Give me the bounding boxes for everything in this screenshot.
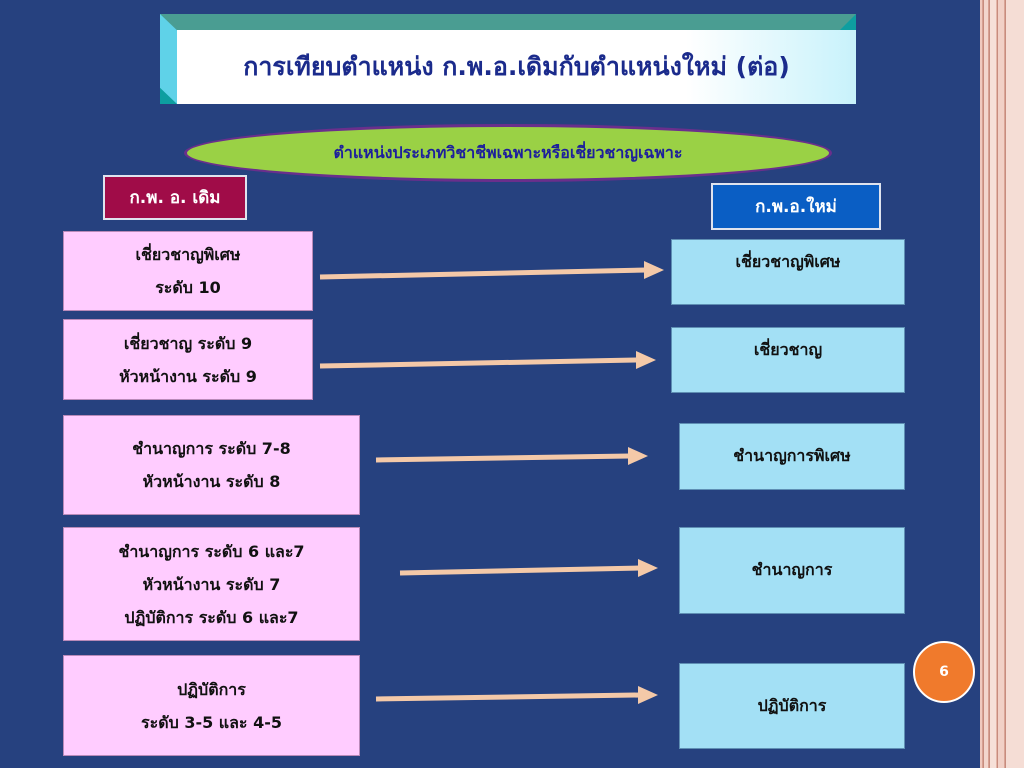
arrow (319, 261, 664, 280)
old-position-line: ชำนาญการ ระดับ 6 และ7 (118, 541, 305, 561)
old-position-line: ระดับ 3-5 และ 4-5 (141, 712, 282, 732)
arrow (319, 351, 656, 369)
arrow (375, 447, 648, 465)
new-position-label: เชี่ยวชาญ (753, 340, 823, 359)
old-position-box: ชำนาญการ ระดับ 7-8 หัวหน้างาน ระดับ 8 (63, 415, 360, 515)
old-position-box: เชี่ยวชาญพิเศษ ระดับ 10 (63, 231, 313, 311)
old-position-line: หัวหน้างาน ระดับ 8 (142, 472, 281, 491)
old-position-box: เชี่ยวชาญ ระดับ 9 หัวหน้างาน ระดับ 9 (63, 319, 313, 400)
old-column-label: ก.พ. อ. เดิม (103, 175, 247, 220)
stripe-line (997, 0, 998, 768)
old-position-line: เชี่ยวชาญ ระดับ 9 (123, 333, 253, 353)
old-position-box: ปฏิบัติการ ระดับ 3-5 และ 4-5 (63, 655, 360, 756)
decorative-side-stripes (980, 0, 1024, 768)
new-position-box: ชำนาญการ (679, 527, 905, 614)
page-title: การเทียบตำแหน่ง ก.พ.อ.เดิมกับตำแหน่งใหม่… (243, 52, 790, 81)
new-position-box: เชี่ยวชาญ (671, 327, 905, 393)
new-position-label: ปฏิบัติการ (757, 695, 827, 715)
stripe-line (1005, 0, 1006, 768)
old-position-line: หัวหน้างาน ระดับ 9 (119, 366, 257, 386)
new-position-box: ปฏิบัติการ (679, 663, 905, 749)
new-position-label: ชำนาญการ (751, 560, 833, 579)
old-position-box: ชำนาญการ ระดับ 6 และ7 หัวหน้างาน ระดับ 7… (63, 527, 360, 641)
arrow (375, 686, 658, 704)
old-position-line: ปฏิบัติการ ระดับ 6 และ7 (124, 607, 299, 627)
title-banner-top-bevel (160, 14, 856, 30)
new-position-box: เชี่ยวชาญพิเศษ (671, 239, 905, 305)
old-position-line: ระดับ 10 (155, 278, 221, 297)
page-number-badge: 6 (913, 641, 975, 703)
old-position-line: ชำนาญการ ระดับ 7-8 (132, 439, 291, 458)
new-column-label: ก.พ.อ.ใหม่ (711, 183, 881, 230)
new-position-box: ชำนาญการพิเศษ (679, 423, 905, 490)
new-position-label: เชี่ยวชาญพิเศษ (735, 252, 841, 271)
title-banner-face: การเทียบตำแหน่ง ก.พ.อ.เดิมกับตำแหน่งใหม่… (177, 30, 856, 104)
category-subtitle: ตำแหน่งประเภทวิชาชีพเฉพาะหรือเชี่ยวชาญเฉ… (333, 142, 683, 162)
new-position-label: ชำนาญการพิเศษ (733, 446, 851, 465)
old-position-line: ปฏิบัติการ (177, 679, 246, 699)
title-banner-side-bevel (160, 14, 177, 104)
old-position-line: เชี่ยวชาญพิเศษ (135, 245, 241, 264)
stripe-line (989, 0, 990, 768)
stripe-line (983, 0, 984, 768)
arrow (399, 559, 658, 577)
old-position-line: หัวหน้างาน ระดับ 7 (142, 574, 281, 594)
category-oval: ตำแหน่งประเภทวิชาชีพเฉพาะหรือเชี่ยวชาญเฉ… (184, 124, 832, 182)
page-number: 6 (939, 664, 949, 680)
